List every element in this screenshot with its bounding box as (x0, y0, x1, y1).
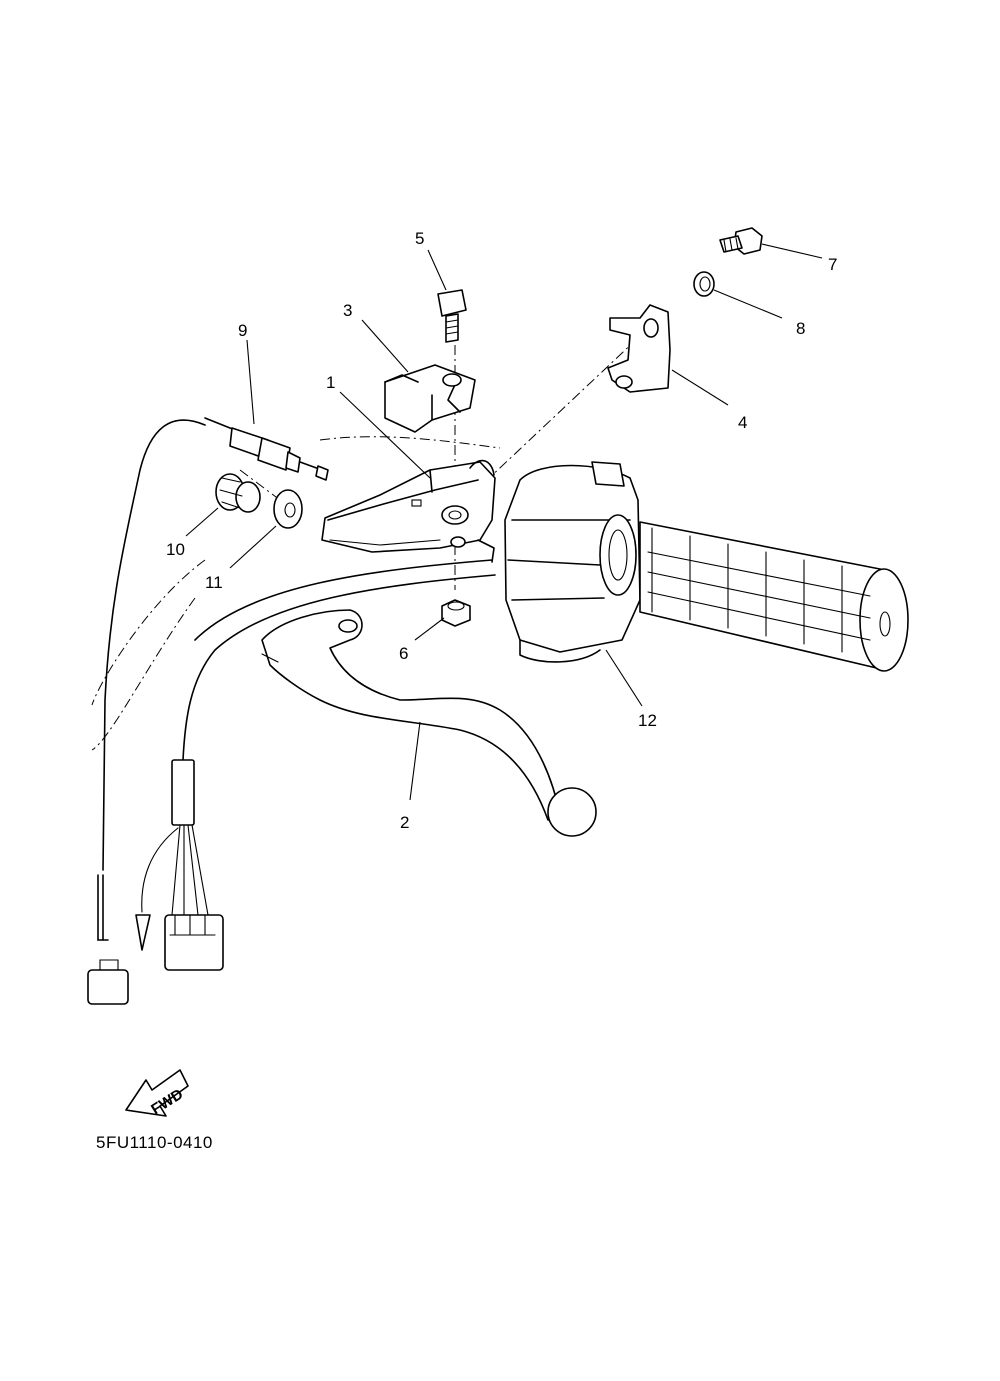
callout-1: 1 (326, 373, 335, 392)
callout-labels: 1 2 3 4 5 6 7 8 9 10 11 12 (166, 229, 837, 832)
callout-2: 2 (400, 813, 409, 832)
part-2-lever (261, 609, 597, 837)
switch-harness (135, 559, 496, 971)
handlebar-grip (639, 521, 909, 672)
callout-4: 4 (738, 413, 747, 432)
part-5-bolt (437, 289, 467, 343)
leader-lines (185, 243, 823, 801)
callout-7: 7 (828, 255, 837, 274)
callout-3: 3 (343, 301, 352, 320)
callout-8: 8 (796, 319, 805, 338)
callout-11: 11 (205, 573, 223, 592)
part-10-adjuster-nut (215, 473, 261, 513)
part-1-lever-holder (321, 459, 496, 563)
part-8-washer (693, 271, 715, 297)
callout-5: 5 (415, 229, 424, 248)
lever-ball-end (547, 787, 597, 837)
part-9-cable-adjuster (204, 417, 329, 481)
connector-small (87, 969, 129, 1005)
connector-large (164, 914, 224, 971)
clutch-cable (87, 419, 206, 1005)
part-11-locknut (273, 489, 303, 529)
callout-10: 10 (166, 540, 185, 559)
part-12-switch-housing (504, 461, 641, 663)
part-4-clamp (607, 304, 671, 393)
callout-9: 9 (238, 321, 247, 340)
callout-6: 6 (399, 644, 408, 663)
part-6-nut (441, 599, 471, 627)
wire-end-cap (135, 914, 151, 951)
catalog-code: 5FU1110-0410 (96, 1133, 213, 1152)
part-3-switch (384, 364, 476, 433)
fwd-arrow-icon: FWD (125, 1069, 189, 1118)
callout-12: 12 (638, 711, 657, 730)
part-7-screw (719, 227, 763, 255)
